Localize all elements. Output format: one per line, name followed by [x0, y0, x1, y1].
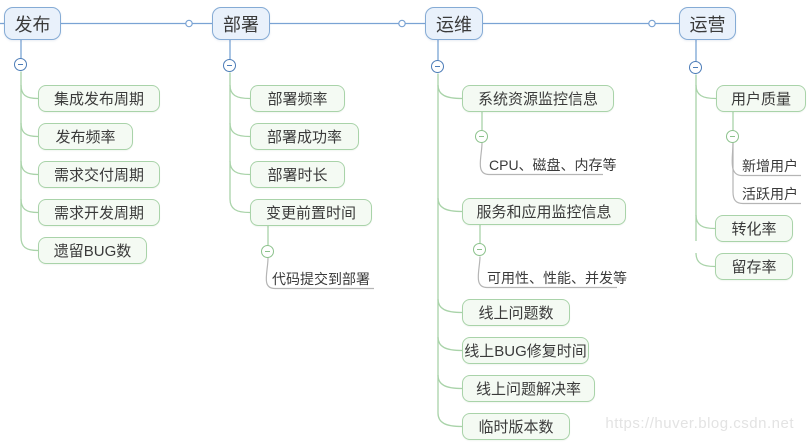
node-user-quality[interactable]: 用户质量: [716, 85, 806, 112]
node-integration-release-cycle[interactable]: 集成发布周期: [38, 85, 160, 112]
link-dot: [398, 19, 406, 28]
collapse-button-deploy[interactable]: [223, 59, 236, 72]
node-temp-version-count[interactable]: 临时版本数: [462, 413, 570, 440]
blue-branch-lines: [0, 22, 697, 61]
collapse-button-release[interactable]: [14, 58, 27, 71]
collapse-button-system-resource-monitoring[interactable]: [475, 130, 488, 143]
node-requirement-dev-cycle[interactable]: 需求开发周期: [38, 199, 160, 226]
link-dots: [185, 19, 656, 28]
link-dot: [185, 19, 193, 28]
collapse-button-user-quality[interactable]: [726, 130, 739, 143]
node-availability-performance-concurrency[interactable]: 可用性、性能、并发等: [487, 270, 627, 286]
leaf-underline-lines: [265, 142, 801, 290]
node-release-frequency[interactable]: 发布频率: [38, 123, 133, 150]
node-deploy-frequency[interactable]: 部署频率: [250, 85, 345, 112]
node-service-app-monitoring[interactable]: 服务和应用监控信息: [462, 198, 626, 225]
node-requirement-delivery-cycle[interactable]: 需求交付周期: [38, 161, 160, 188]
node-deploy-duration[interactable]: 部署时长: [250, 161, 345, 188]
topic-operation[interactable]: 运营: [679, 7, 736, 40]
node-cpu-disk-memory[interactable]: CPU、磁盘、内存等: [489, 157, 617, 173]
collapse-button-service-app-monitoring[interactable]: [473, 243, 486, 256]
node-change-lead-time[interactable]: 变更前置时间: [250, 199, 372, 226]
watermark: https://huver.blog.csdn.net: [605, 415, 794, 432]
topic-deploy[interactable]: 部署: [212, 7, 270, 40]
node-online-issue-resolution-rate[interactable]: 线上问题解决率: [462, 375, 595, 402]
node-deploy-success-rate[interactable]: 部署成功率: [250, 123, 359, 150]
node-active-users[interactable]: 活跃用户: [742, 186, 798, 202]
node-system-resource-monitoring[interactable]: 系统资源监控信息: [462, 85, 614, 112]
green-branch-lines: [20, 71, 734, 428]
node-code-commit-to-deploy[interactable]: 代码提交到部署: [272, 271, 370, 287]
node-online-issue-count[interactable]: 线上问题数: [462, 299, 570, 326]
link-dot: [648, 19, 656, 28]
collapse-button-ops[interactable]: [431, 60, 444, 73]
node-retention-rate[interactable]: 留存率: [715, 253, 793, 280]
topic-release[interactable]: 发布: [4, 7, 61, 40]
node-conversion-rate[interactable]: 转化率: [715, 215, 793, 242]
topic-ops[interactable]: 运维: [425, 7, 483, 40]
collapse-button-change-lead-time[interactable]: [261, 245, 274, 258]
collapse-button-operation[interactable]: [689, 61, 702, 74]
node-legacy-bug-count[interactable]: 遗留BUG数: [38, 237, 147, 264]
node-online-bug-fix-time[interactable]: 线上BUG修复时间: [462, 337, 589, 364]
node-new-users[interactable]: 新增用户: [742, 158, 798, 174]
